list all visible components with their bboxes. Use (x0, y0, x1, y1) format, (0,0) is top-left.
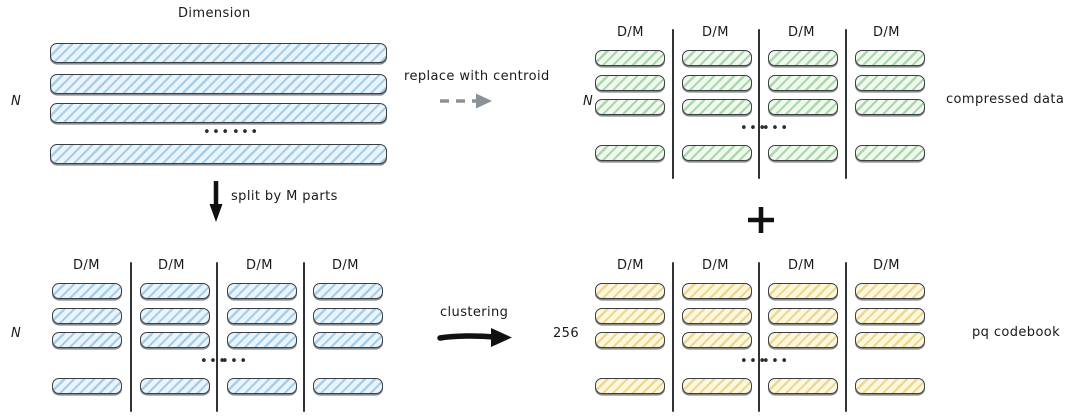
compressed-block (768, 99, 838, 115)
ellipsis-original-a: ••• (203, 125, 231, 140)
subvector-block (227, 283, 297, 299)
compressed-block (682, 99, 752, 115)
column-header-dm: D/M (702, 25, 729, 40)
codebook-block (682, 308, 752, 324)
column-header-dm: D/M (332, 258, 359, 273)
subvector-block (227, 308, 297, 324)
column-separator (845, 262, 847, 412)
original-vector-row (50, 74, 387, 94)
column-header-dm: D/M (617, 258, 644, 273)
subvector-block (313, 308, 383, 324)
column-header-dm: D/M (246, 258, 273, 273)
column-separator (303, 262, 305, 412)
pq-codebook-caption: pq codebook (972, 325, 1061, 340)
split-arrow-label: split by M parts (231, 189, 338, 204)
compressed-block (682, 50, 752, 66)
codebook-block (768, 378, 838, 394)
subvector-block (140, 308, 210, 324)
codebook-block (768, 308, 838, 324)
codebook-block (682, 283, 752, 299)
codebook-block (855, 332, 925, 348)
subvector-block (52, 332, 122, 348)
column-header-dm: D/M (873, 258, 900, 273)
codebook-block (595, 308, 665, 324)
codebook-block (682, 332, 752, 348)
column-header-dm: D/M (788, 258, 815, 273)
codebook-block (595, 332, 665, 348)
subvector-block (52, 283, 122, 299)
n-label-original: N (11, 94, 22, 109)
column-separator (845, 29, 847, 179)
column-header-dm: D/M (617, 25, 644, 40)
n-label-compressed: N (583, 94, 594, 109)
codebook-block (768, 332, 838, 348)
subvector-block (313, 283, 383, 299)
subvector-block (140, 283, 210, 299)
compressed-block (595, 99, 665, 115)
subvector-block (227, 378, 297, 394)
subvector-block (140, 378, 210, 394)
compressed-block (855, 145, 925, 161)
split-arrow-icon (209, 181, 223, 222)
codebook-block (682, 378, 752, 394)
dimension-label: Dimension (178, 6, 251, 21)
column-separator (758, 29, 760, 179)
column-header-dm: D/M (73, 258, 100, 273)
compressed-block (768, 145, 838, 161)
codebook-block (595, 378, 665, 394)
original-vector-row (50, 103, 387, 123)
subvector-block (313, 378, 383, 394)
codebook-block (855, 378, 925, 394)
codebook-block (855, 308, 925, 324)
compressed-block (855, 75, 925, 91)
compressed-block (595, 50, 665, 66)
column-separator (672, 262, 674, 412)
replace-arrow-label: replace with centroid (404, 69, 550, 84)
ellipsis-compressed-a: ••• (740, 121, 768, 136)
codebook-block (855, 283, 925, 299)
clustering-arrow-label: clustering (440, 305, 509, 320)
codebook-block (768, 283, 838, 299)
compressed-block (682, 145, 752, 161)
column-separator (672, 29, 674, 179)
subvector-block (140, 332, 210, 348)
subvector-block (52, 378, 122, 394)
replace-arrow-icon (440, 93, 492, 109)
subvector-block (227, 332, 297, 348)
ellipsis-codebook-b: ••• (762, 354, 790, 369)
column-header-dm: D/M (788, 25, 815, 40)
compressed-data-caption: compressed data (946, 92, 1065, 107)
compressed-block (768, 75, 838, 91)
column-separator (216, 262, 218, 412)
column-separator (130, 262, 132, 412)
subvector-block (313, 332, 383, 348)
plus-icon (748, 207, 774, 233)
column-header-dm: D/M (873, 25, 900, 40)
compressed-block (855, 99, 925, 115)
original-vector-row (50, 43, 387, 63)
compressed-block (768, 50, 838, 66)
ellipsis-split-a: ••• (200, 354, 228, 369)
codebook-block (595, 283, 665, 299)
compressed-block (595, 145, 665, 161)
compressed-block (682, 75, 752, 91)
ellipsis-compressed-b: ••• (762, 121, 790, 136)
compressed-block (595, 75, 665, 91)
column-header-dm: D/M (158, 258, 185, 273)
n-label-split: N (11, 326, 22, 341)
ellipsis-split-b: ••• (221, 354, 249, 369)
compressed-block (855, 50, 925, 66)
clustering-arrow-icon (437, 328, 512, 347)
column-separator (758, 262, 760, 412)
ellipsis-codebook-a: ••• (740, 354, 768, 369)
ellipsis-original-b: ••• (232, 125, 260, 140)
column-header-dm: D/M (702, 258, 729, 273)
codebook-size-label: 256 (553, 326, 580, 341)
original-vector-row (50, 144, 387, 164)
subvector-block (52, 308, 122, 324)
